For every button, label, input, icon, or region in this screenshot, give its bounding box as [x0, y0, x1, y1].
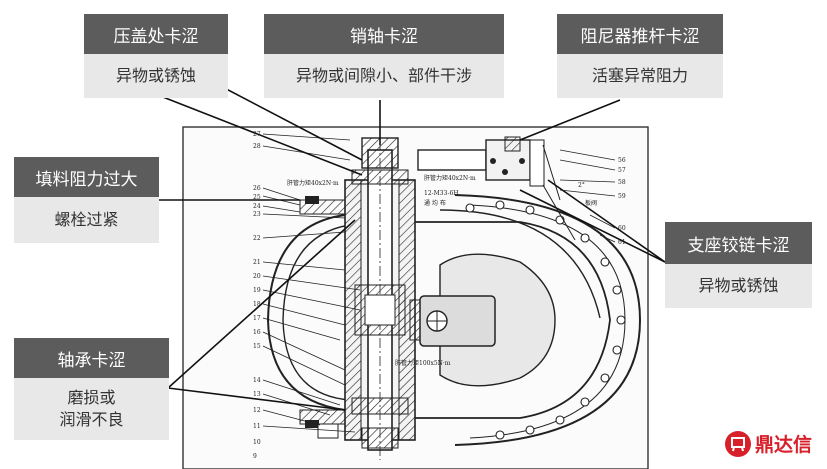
disc-hub: [419, 295, 496, 347]
callout-detail: 异物或间隙小、部件干涉: [264, 54, 504, 98]
part-number: 12: [253, 407, 261, 414]
callout-title: 销轴卡涩: [264, 14, 504, 54]
callout-title: 阻尼器推杆卡涩: [557, 14, 723, 54]
callout-detail: 活塞异常阻力: [557, 54, 723, 98]
callout-damper-rod-stuck: 阻尼器推杆卡涩 活塞异常阻力: [557, 14, 723, 98]
part-number: 25: [253, 194, 261, 201]
part-number: 57: [618, 167, 626, 174]
callout-detail: 异物或锈蚀: [665, 264, 812, 308]
part-number: 11: [253, 423, 261, 430]
callout-detail: 异物或锈蚀: [84, 54, 228, 98]
callout-pin-shaft-stuck: 销轴卡涩 异物或间隙小、部件干涉: [264, 14, 504, 98]
bolt-spec-note2: 通 均 布: [424, 199, 446, 207]
part-number: 13: [253, 391, 261, 398]
damper-cylinder: [417, 149, 487, 171]
leader-hinge: [547, 179, 666, 263]
part-number: 18: [253, 301, 261, 308]
callout-detail: 磨损或 润滑不良: [14, 378, 169, 440]
callout-hinge-stuck: 支座铰链卡涩 异物或锈蚀: [665, 222, 812, 308]
callout-title: 轴承卡涩: [14, 338, 169, 378]
leader-cover: [144, 89, 363, 176]
leader-bearing-bottom: [167, 387, 346, 411]
callout-detail: 螺栓过紧: [14, 197, 159, 243]
part-number: 61: [618, 239, 626, 246]
part-number: 19: [253, 287, 261, 294]
part-number: 14: [253, 377, 261, 384]
part-number: 10: [253, 439, 261, 446]
brand-logo-text: 鼎达信: [755, 434, 813, 456]
part-number: 15: [253, 343, 261, 350]
leader-bearing-top: [167, 219, 356, 389]
angle-note: 2°: [578, 182, 585, 189]
part-number: 20: [253, 273, 261, 280]
part-number: 60: [618, 225, 626, 232]
leader-hinge-2: [519, 189, 666, 263]
callout-cover-stuck: 压盖处卡涩 异物或锈蚀: [84, 14, 228, 98]
callout-bearing-stuck: 轴承卡涩 磨损或 润滑不良: [14, 338, 169, 440]
valve-disc: [439, 253, 556, 387]
part-number: 22: [253, 235, 261, 242]
torque-note-low: 肝管力矩100x5N·m: [395, 359, 451, 367]
callout-title: 填料阻力过大: [14, 157, 159, 197]
part-number: 26: [253, 185, 261, 192]
part-number: 56: [618, 157, 626, 164]
part-number: 21: [253, 259, 261, 266]
callout-title: 压盖处卡涩: [84, 14, 228, 54]
part-number: 17: [253, 315, 261, 322]
part-number: 9: [253, 453, 257, 460]
valve-body-dome: [266, 214, 346, 411]
part-number: 24: [253, 203, 261, 210]
part-number: 16: [253, 329, 261, 336]
torque-note-top: 肝管力矩40x2N·m: [287, 179, 339, 187]
part-number: 23: [253, 211, 261, 218]
part-number: 58: [618, 179, 626, 186]
brand-logo: 鼎达信: [725, 430, 812, 457]
callout-packing-friction: 填料阻力过大 螺栓过紧: [14, 157, 159, 243]
valve-body-right: [415, 221, 611, 419]
part-number: 59: [618, 193, 626, 200]
callout-title: 支座铰链卡涩: [665, 222, 812, 264]
torque-note-mid: 肝管力矩40x2N·m: [424, 174, 476, 182]
brand-logo-icon: [725, 430, 751, 457]
bolt-spec-note: 12-M33-6H: [424, 190, 459, 197]
part-number: 28: [253, 143, 261, 150]
leader-damper: [519, 99, 621, 141]
vane-note: 板阀: [585, 199, 597, 207]
